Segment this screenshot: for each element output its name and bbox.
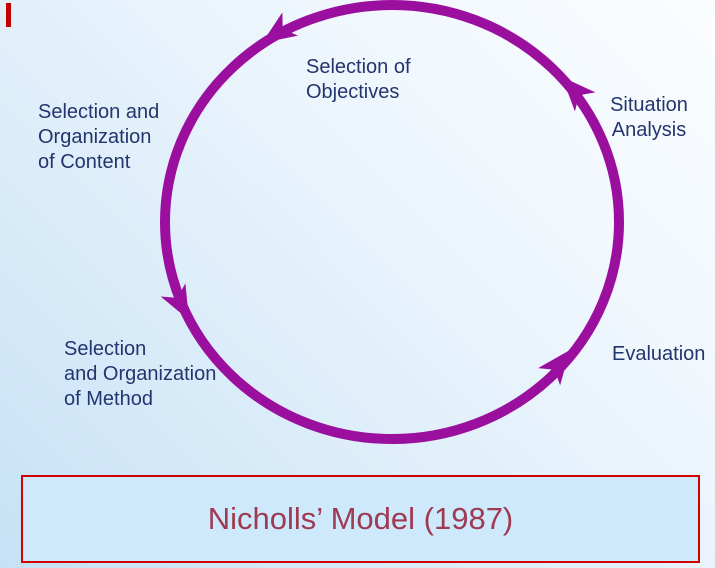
arrowhead-icon (262, 12, 299, 43)
arrowhead-icon (160, 283, 189, 320)
node-label-evaluation: Evaluation (612, 343, 706, 365)
node-label-situation-analysis: Situation Analysis (610, 94, 688, 141)
node-label-selection-organization-content: Selection and Organization of Content (38, 101, 160, 173)
node-label-selection-organization-method: Selection and Organization of Method (64, 338, 217, 410)
caption-title: Nicholls’ Model (1987) (207, 501, 514, 536)
cycle-ellipse (160, 0, 624, 444)
arrowhead-icon (538, 350, 570, 386)
caption-box: Nicholls’ Model (1987) (21, 475, 700, 563)
arrowhead-icon (562, 77, 596, 112)
node-label-selection-of-objectives: Selection of Objectives (306, 56, 411, 103)
red-edge-mark (6, 3, 11, 27)
